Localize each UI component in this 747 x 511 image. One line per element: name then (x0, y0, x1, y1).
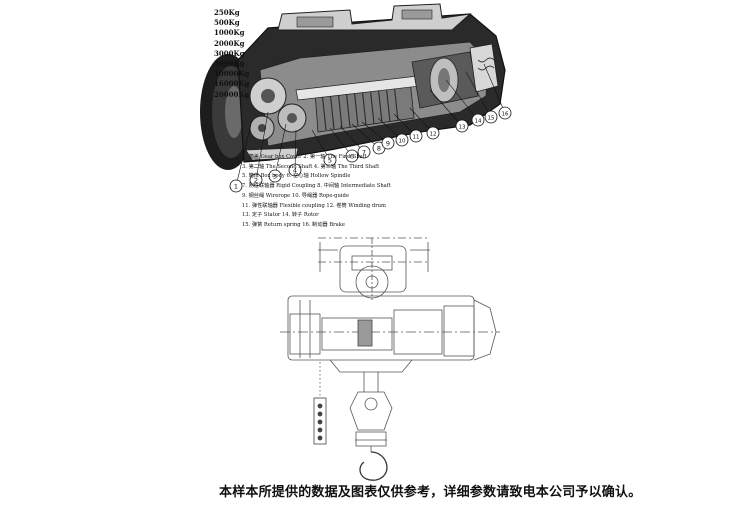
callout-4: 4 (288, 163, 302, 177)
pendant-control (313, 362, 327, 445)
legend-row: 1. 箱盖 Gear box Cover 2. 第一轴 The First Sh… (242, 154, 367, 160)
callout-number: 14 (475, 118, 482, 124)
legend-row: 9. 钢丝绳 Wirerope 10. 导绳器 Rope-guide (242, 192, 349, 199)
legend-row: 7. 刚性联轴器 Rigid Coupling 8. 中间轴 Intermedi… (242, 183, 391, 190)
callout-1: 1 (229, 179, 243, 193)
callout-2: 2 (249, 173, 263, 187)
capacity-item: 1000Kg (214, 28, 245, 38)
callout-16: 16 (498, 106, 512, 120)
callout-leaders (235, 63, 506, 187)
capacity-item: 16000Kg (214, 79, 250, 89)
callout-number: 5 (328, 156, 332, 164)
callout-3: 3 (268, 169, 282, 183)
callout-number: 3 (273, 172, 277, 180)
callout-14: 14 (471, 113, 485, 127)
capacity-list: 250Kg 500Kg 1000Kg 2000Kg 3000Kg 5000Kg … (214, 8, 249, 100)
callout-13: 13 (455, 119, 469, 133)
callout-number: 1 (234, 182, 238, 190)
capacity-item: 10000Kg (214, 69, 250, 79)
callout-7: 7 (357, 145, 371, 159)
callout-number: 4 (293, 166, 297, 174)
legend-row: 5. 箱体 Box body 6. 空心轴 Hollow Spindle (242, 173, 351, 180)
capacity-item: 250Kg (214, 8, 240, 17)
trolley (339, 238, 407, 300)
capacity-item: 20000Kg (214, 89, 250, 99)
hoist-housing (237, 3, 506, 163)
callout-number: 12 (430, 131, 437, 137)
parts-legend: 1. 箱盖 Gear box Cover 2. 第一轴 The First Sh… (242, 153, 542, 231)
legend-row: 13. 定子 Stator 14. 转子 Rotor (242, 212, 319, 219)
legend-row: 3. 第二轴 The Second Shaft 4. 第三轴 The Third… (242, 163, 380, 170)
callout-12: 12 (426, 126, 440, 140)
capacity-item: 5000Kg (214, 59, 245, 69)
callout-number: 9 (386, 139, 390, 147)
callout-number: 10 (399, 138, 406, 144)
capacity-item: 2000Kg (214, 38, 245, 48)
callout-number: 15 (488, 115, 495, 121)
hoist-body-outline (280, 295, 500, 373)
callout-number: 2 (254, 176, 258, 184)
callout-number: 7 (362, 148, 366, 156)
callout-10: 10 (395, 133, 409, 147)
legend-row: 11. 弹性联轴器 Flexible coupling 12. 卷筒 Windi… (242, 202, 386, 209)
callout-number: 6 (350, 152, 354, 160)
callout-number: 8 (377, 144, 381, 152)
callout-6: 6 (345, 149, 359, 163)
callout-number: 11 (413, 134, 420, 140)
callout-number: 13 (459, 124, 466, 130)
callout-5: 5 (323, 153, 337, 167)
capacity-item: 3000Kg (214, 48, 245, 58)
callout-number: 16 (502, 111, 509, 117)
hook-block (349, 391, 393, 481)
legend-row: 15. 弹簧 Return spring 16. 制动器 Brake (242, 221, 345, 228)
callout-15: 15 (484, 110, 498, 124)
rail-beam (318, 237, 430, 272)
disclaimer-note: 本样本所提供的数据及图表仅供参考，详细参数请致电本公司予以确认。 (219, 485, 642, 500)
capacity-item: 500Kg (214, 18, 240, 28)
hoist-ropes (363, 372, 379, 392)
callout-9: 9 (381, 136, 395, 150)
callout-11: 11 (409, 129, 423, 143)
